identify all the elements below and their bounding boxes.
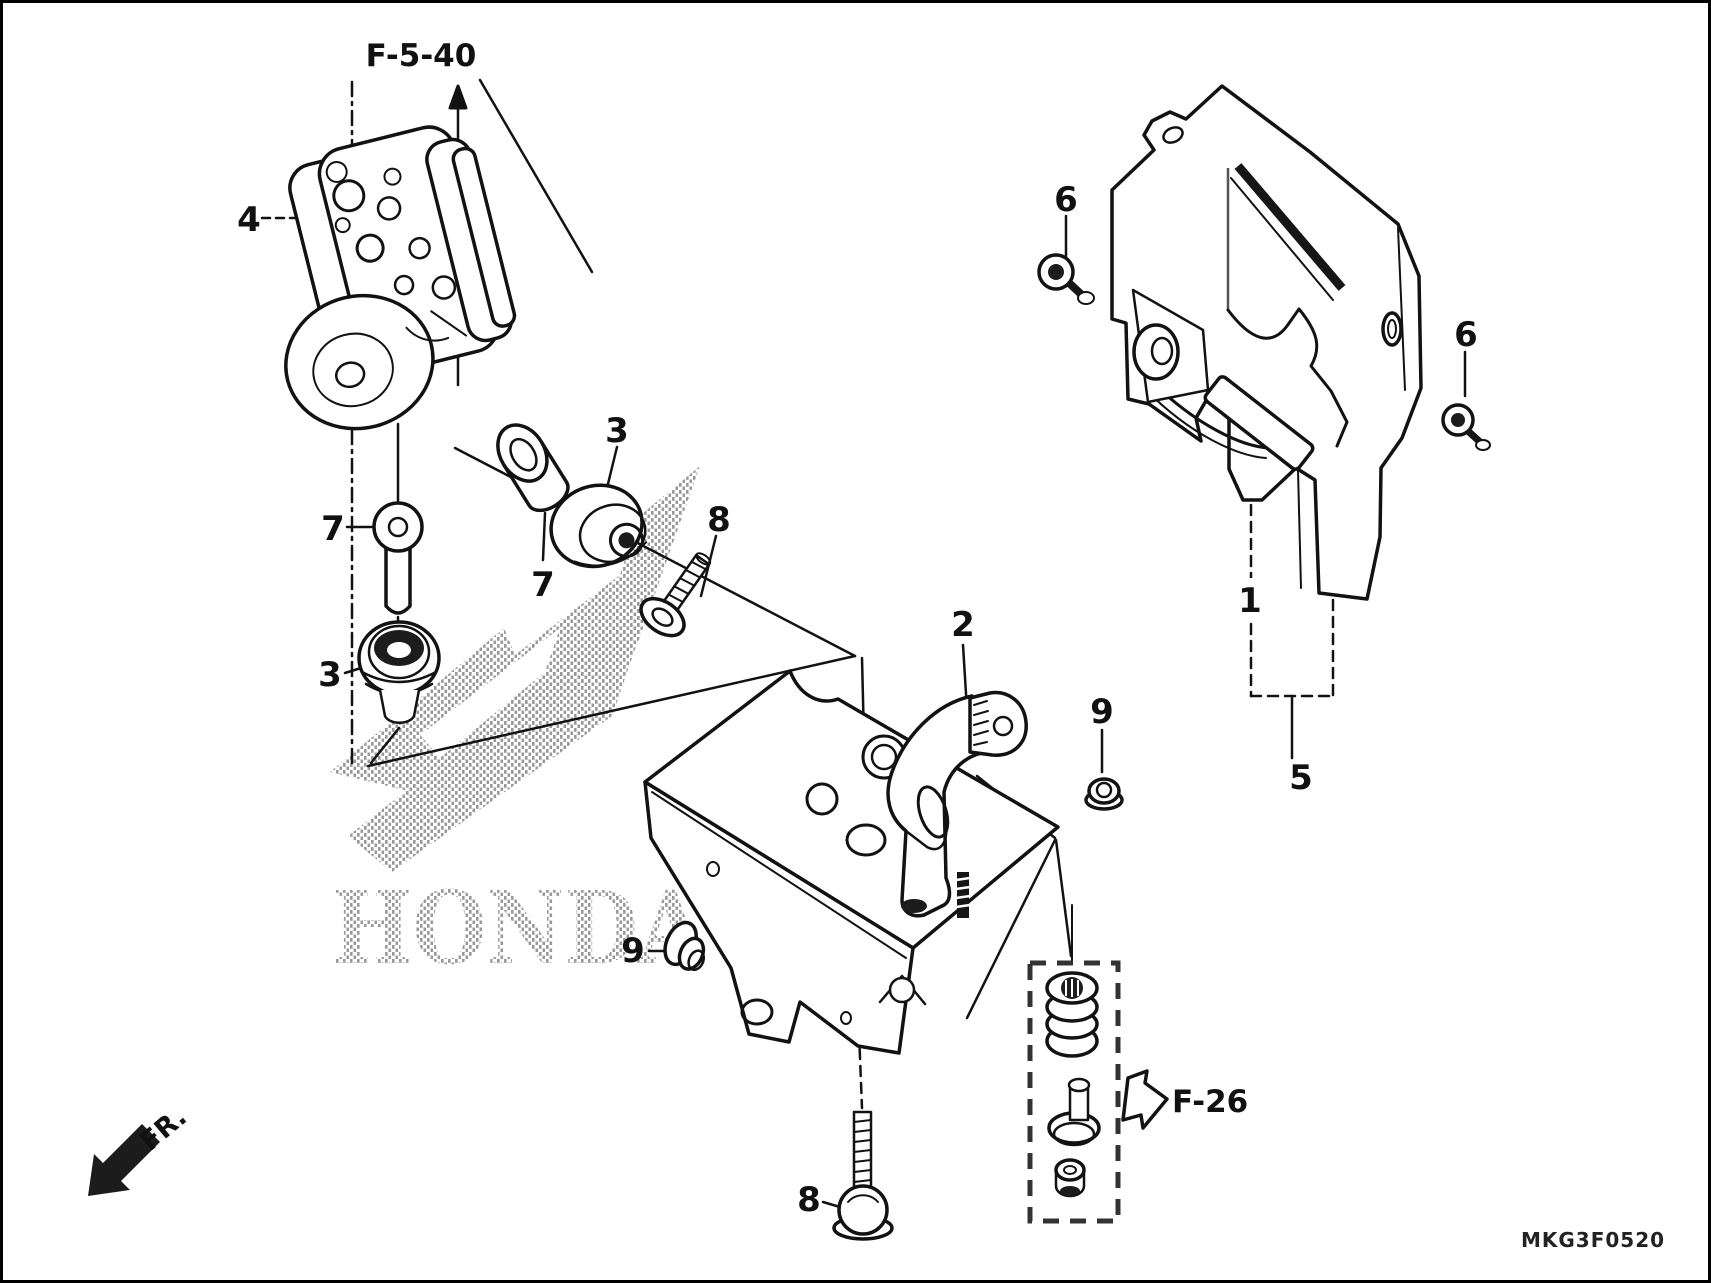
- inset-rubber-damper: [1045, 971, 1099, 1058]
- leader-lines: [260, 78, 1467, 1209]
- callout-8a: 8: [707, 500, 731, 540]
- callout-5: 5: [1289, 758, 1313, 798]
- f540-arrowhead: [448, 84, 468, 110]
- screw-8a-drawing: [639, 552, 712, 638]
- bracket-plate-drawing: [643, 669, 1060, 1055]
- f540-ref-label: F-5-40: [366, 38, 477, 74]
- bolt-7-drawing: [372, 501, 424, 615]
- bolt-6-left-drawing: [1037, 253, 1095, 305]
- callout-2: 2: [951, 605, 975, 645]
- callout-6r: 6: [1454, 315, 1478, 355]
- callout-3b: 3: [605, 411, 629, 451]
- f26-inset-box: [1027, 960, 1121, 1224]
- rubber-mount-3b-drawing: [549, 483, 648, 569]
- fr-direction-arrow: FR.: [88, 1101, 193, 1196]
- callout-9l: 9: [621, 931, 645, 971]
- callout-labels: 4 7 3 7 3 8 2 9 9 8 6 6 1 5: [237, 180, 1478, 1220]
- bolt-6-right-drawing: [1441, 403, 1491, 451]
- collar-7-drawing: [496, 423, 570, 513]
- callout-3a: 3: [318, 655, 342, 695]
- callout-8b: 8: [797, 1180, 821, 1220]
- honda-watermark-text: HONDA: [332, 869, 705, 987]
- bolt-8-bottom-drawing: [832, 1110, 894, 1241]
- f26-ref-label: F-26: [1172, 1084, 1248, 1120]
- bracket-stay-drawing: [886, 690, 1028, 918]
- bolt-9-right-drawing: [1084, 777, 1124, 811]
- cover-drawing: [1110, 84, 1423, 601]
- callout-1: 1: [1238, 581, 1262, 621]
- inset-collar: [1047, 1077, 1101, 1147]
- callout-6l: 6: [1054, 180, 1078, 220]
- drawing-code: MKG3F0520: [1521, 1228, 1665, 1252]
- inset-cap-nut: [1054, 1158, 1086, 1198]
- f26-arrow-icon: [1121, 1069, 1169, 1130]
- callout-7b: 7: [531, 565, 555, 605]
- rubber-mount-3a-drawing: [357, 620, 441, 724]
- callout-1-backing: [1238, 578, 1264, 620]
- callout-4: 4: [237, 200, 261, 240]
- bolt-9-left-drawing: [663, 920, 706, 972]
- callout-9r: 9: [1090, 692, 1114, 732]
- callout-7a: 7: [321, 509, 345, 549]
- abs-modulator-drawing: [284, 125, 517, 431]
